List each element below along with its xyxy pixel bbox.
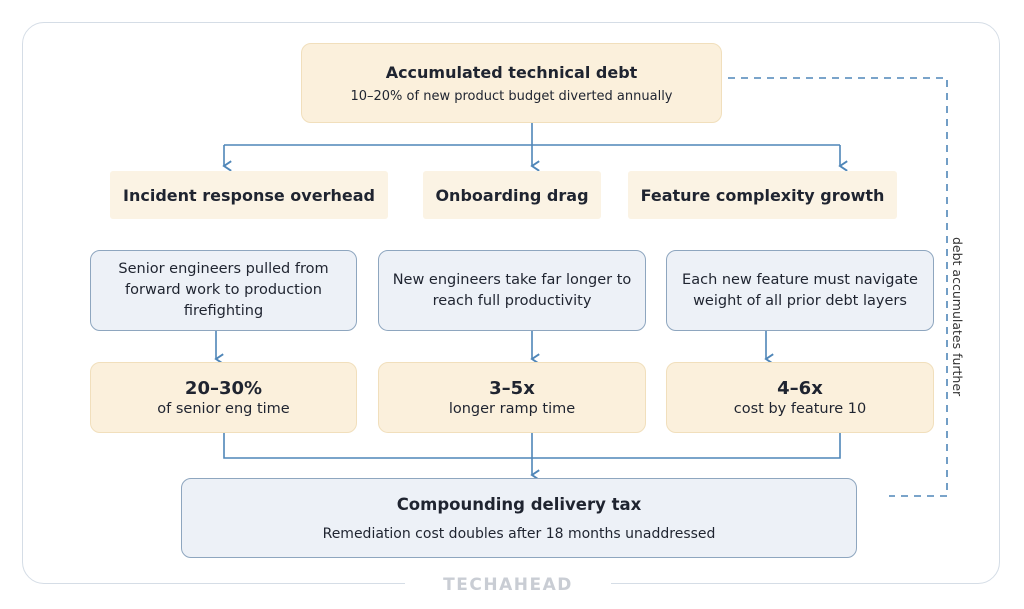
branch-description-feature: Each new feature must navigate weight of…: [666, 250, 934, 331]
result-node: Compounding delivery tax Remediation cos…: [181, 478, 857, 558]
metric-caption: of senior eng time: [157, 401, 290, 417]
branch-label-onboarding: Onboarding drag: [423, 171, 601, 219]
feedback-loop-label: debt accumulates further: [950, 237, 965, 397]
branch-description-incident: Senior engineers pulled from forward wor…: [90, 250, 357, 331]
metric-value: 4–6x: [777, 378, 823, 399]
metric-value: 3–5x: [489, 378, 535, 399]
branch-label-incident: Incident response overhead: [110, 171, 388, 219]
result-title: Compounding delivery tax: [396, 494, 642, 514]
root-node: Accumulated technical debt 10–20% of new…: [301, 43, 722, 123]
root-subtitle: 10–20% of new product budget diverted an…: [350, 88, 673, 104]
branch-label-feature: Feature complexity growth: [628, 171, 897, 219]
metric-card-incident: 20–30% of senior eng time: [90, 362, 357, 433]
metric-caption: cost by feature 10: [733, 401, 867, 417]
metric-card-feature: 4–6x cost by feature 10: [666, 362, 934, 433]
metric-card-onboarding: 3–5x longer ramp time: [378, 362, 646, 433]
result-subtitle: Remediation cost doubles after 18 months…: [322, 525, 716, 542]
brand-logo: TECHAHEAD: [405, 573, 611, 597]
branch-description-onboarding: New engineers take far longer to reach f…: [378, 250, 646, 331]
feedback-loop-line: [728, 77, 948, 497]
root-title: Accumulated technical debt: [385, 62, 638, 82]
metric-value: 20–30%: [184, 378, 263, 399]
metric-caption: longer ramp time: [448, 401, 576, 417]
